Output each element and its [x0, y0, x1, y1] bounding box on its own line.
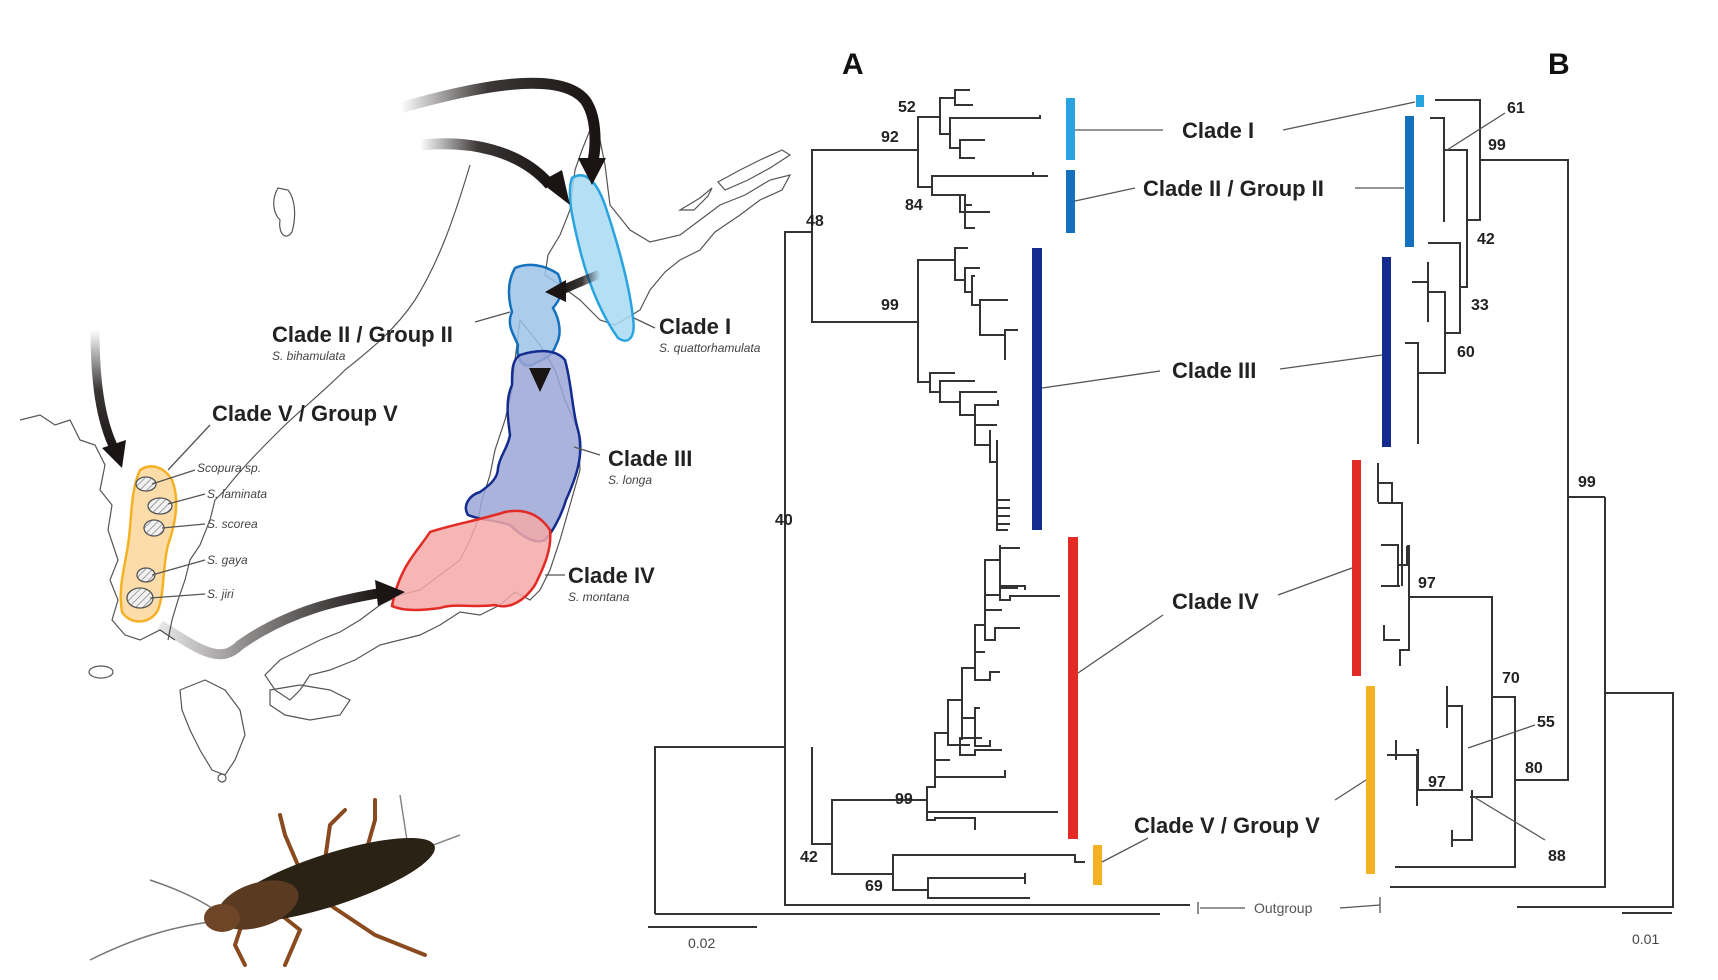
species-s-gaya: S. gaya — [207, 553, 248, 567]
bar-b-clade2 — [1405, 116, 1414, 247]
support-value: 42 — [800, 849, 818, 866]
arrow-north-2 — [419, 138, 555, 189]
support-value: 48 — [806, 213, 824, 230]
bar-b-clade3 — [1382, 257, 1391, 447]
tree-b-support-values: 61 99 42 33 60 99 97 70 55 80 97 88 — [1418, 100, 1596, 865]
map-species-clade4: S. montana — [568, 590, 630, 604]
species-s-jiri: S. jiri — [207, 587, 234, 601]
site-scopura-sp — [135, 476, 157, 492]
tree-b-clade-bars — [1352, 95, 1424, 874]
stonefly-insect-photo — [89, 794, 461, 967]
arrow-korea-to-japan-head — [375, 580, 405, 606]
species-s-scorea: S. scorea — [207, 517, 258, 531]
jeju-island — [88, 665, 114, 679]
map-species-clade1: S. quattorhamulata — [659, 341, 761, 355]
map-species-clade3: S. longa — [608, 473, 652, 487]
panel-label-a: A — [842, 48, 864, 81]
group5-species-sites — [126, 476, 173, 609]
support-value: 60 — [1457, 344, 1475, 361]
clade-leader-lines — [1041, 101, 1416, 914]
map: Clade I S. quattorhamulata Clade II / Gr… — [19, 77, 792, 783]
map-species-clade2: S. bihamulata — [272, 349, 346, 363]
map-label-clade4: Clade IV — [568, 563, 655, 588]
support-value: 99 — [1578, 474, 1596, 491]
support-value: 88 — [1548, 848, 1566, 865]
kuril-islands — [677, 149, 792, 211]
support-value: 52 — [898, 99, 916, 116]
species-s-laminata: S. laminata — [207, 487, 267, 501]
arrow-clade2-to-3-head — [529, 368, 551, 392]
support-value: 97 — [1418, 575, 1436, 592]
support-value: 80 — [1525, 760, 1543, 777]
dispersal-arrows — [90, 77, 606, 660]
arrow-north-2-head — [540, 170, 570, 205]
site-s-scorea — [143, 519, 165, 537]
map-label-clade1: Clade I — [659, 314, 731, 339]
arrow-korea-to-japan — [157, 588, 381, 660]
support-value: 99 — [895, 791, 913, 808]
support-value: 99 — [1488, 137, 1506, 154]
support-value: 33 — [1471, 297, 1489, 314]
bar-a-clade5 — [1093, 845, 1102, 885]
site-s-laminata — [147, 497, 173, 515]
bar-b-clade4 — [1352, 460, 1361, 676]
support-value: 61 — [1507, 100, 1525, 117]
support-value: 70 — [1502, 670, 1520, 687]
bar-b-clade5 — [1366, 686, 1375, 874]
antenna — [149, 879, 216, 911]
species-scopura-sp: Scopura sp. — [197, 461, 261, 475]
support-value: 69 — [865, 878, 883, 895]
kyushu-coastline — [179, 679, 246, 776]
tree-a-clade-bars — [1032, 98, 1102, 885]
map-label-clade5: Clade V / Group V — [212, 401, 398, 426]
scale-label-a: 0.02 — [688, 935, 715, 951]
map-label-clade3: Clade III — [608, 446, 692, 471]
support-value: 97 — [1428, 774, 1446, 791]
label-clade5: Clade V / Group V — [1134, 813, 1320, 838]
map-label-clade2: Clade II / Group II — [272, 322, 453, 347]
island-coastline — [273, 187, 296, 237]
arrow-clade1-to-2-head — [545, 280, 566, 302]
bar-a-clade2 — [1066, 170, 1075, 233]
antenna — [89, 919, 226, 961]
arrow-north-1 — [398, 77, 601, 167]
bar-b-clade1 — [1416, 95, 1424, 107]
label-outgroup: Outgroup — [1254, 900, 1313, 916]
panel-label-b: B — [1548, 48, 1570, 81]
tree-a — [648, 89, 1190, 928]
label-clade3: Clade III — [1172, 358, 1256, 383]
support-value: 42 — [1477, 231, 1495, 248]
label-clade1: Clade I — [1182, 118, 1254, 143]
support-value: 84 — [905, 197, 923, 214]
bar-a-clade1 — [1066, 98, 1075, 160]
site-s-jiri — [126, 587, 154, 609]
asia-coastline — [167, 164, 471, 641]
label-clade4: Clade IV — [1172, 589, 1259, 614]
support-value: 92 — [881, 129, 899, 146]
insect-head — [204, 904, 240, 932]
shikoku-coastline — [269, 684, 351, 721]
tree-b — [1377, 99, 1674, 914]
clade1-region — [568, 174, 635, 342]
support-value: 55 — [1537, 714, 1555, 731]
clade4-region — [390, 509, 552, 612]
small-island — [217, 773, 227, 783]
arrow-korea-south — [90, 329, 120, 453]
label-clade2: Clade II / Group II — [1143, 176, 1324, 201]
site-s-gaya — [136, 567, 156, 583]
korea-west-coast — [19, 414, 176, 641]
tree-a-support-values: 52 92 84 48 99 40 99 42 69 — [775, 99, 923, 895]
support-value: 99 — [881, 297, 899, 314]
bar-a-clade4 — [1068, 537, 1078, 839]
scale-label-b: 0.01 — [1632, 931, 1659, 947]
support-value: 40 — [775, 512, 793, 529]
arrow-korea-south-head — [102, 440, 126, 468]
arrow-north-1-head — [578, 158, 606, 185]
bar-a-clade3 — [1032, 248, 1042, 530]
